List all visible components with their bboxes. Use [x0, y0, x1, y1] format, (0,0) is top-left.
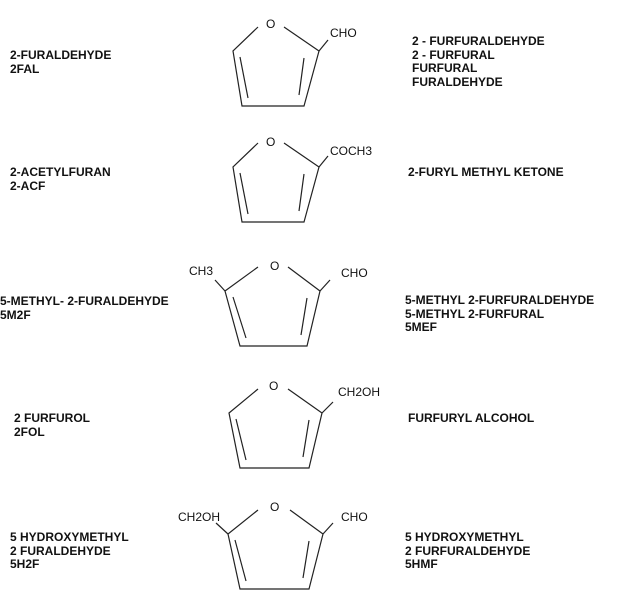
compound-row-2: O COCH3 2-ACETYLFURAN 2-ACF 2-FURYL METH…	[0, 116, 619, 226]
name-line: 2 - FURFURAL	[412, 47, 495, 62]
compound-row-5: O CHO CH2OH 5 HYDROXYMETHYL 2 FURALDEHYD…	[0, 483, 619, 593]
oxygen-label: O	[270, 259, 279, 273]
name-line: 2 FURFUROL	[14, 411, 90, 425]
name-line: 2FAL	[10, 61, 40, 76]
synonym-names-4: FURFURYL ALCOHOL	[408, 411, 535, 426]
double-bond-inner	[239, 56, 305, 99]
name-line: 5HMF	[405, 557, 438, 571]
synonym-names-5: 5 HYDROXYMETHYL 2 FURFURALDEHYDE 5HMF	[405, 530, 531, 572]
name-line: 5M2F	[0, 307, 31, 322]
furan-ring	[227, 509, 324, 590]
name-line: 2 - FURFURALDEHYDE	[412, 34, 545, 48]
name-line: FURALDEHYDE	[412, 74, 503, 89]
name-line: FURFURYL ALCOHOL	[408, 411, 535, 425]
furan-ring	[224, 266, 321, 347]
bond-to-substituent-5	[214, 279, 226, 292]
name-line: FURFURAL	[412, 61, 478, 75]
double-bond-inner	[232, 296, 308, 339]
name-line: 2FOL	[14, 424, 45, 439]
double-bond-inner	[235, 418, 310, 461]
name-line: 5-METHYL 2-FURFURAL	[405, 306, 545, 321]
double-bond-inner	[239, 172, 305, 215]
bond-to-substituent	[319, 279, 331, 292]
synonym-names-2: 2-FURYL METHYL KETONE	[408, 165, 564, 180]
name-line: 2-ACETYLFURAN	[10, 165, 111, 179]
substituent-5-label: CH3	[189, 264, 213, 278]
name-line: 5-METHYL- 2-FURALDEHYDE	[0, 294, 169, 308]
name-line: 5-METHYL 2-FURFURALDEHYDE	[405, 293, 595, 307]
abbrev-names-3: 5-METHYL- 2-FURALDEHYDE 5M2F	[0, 294, 169, 322]
furan-ring	[232, 26, 320, 107]
oxygen-label: O	[270, 500, 279, 514]
bond-to-substituent	[318, 155, 329, 168]
name-line: 2-FURALDEHYDE	[10, 48, 112, 62]
substituent-2-label: CHO	[330, 26, 357, 40]
oxygen-label: O	[266, 17, 275, 31]
furan-structure-5: O CHO CH2OH	[178, 500, 368, 590]
synonym-names-3: 5-METHYL 2-FURFURALDEHYDE 5-METHYL 2-FUR…	[405, 293, 595, 335]
bond-to-substituent	[322, 522, 334, 535]
name-line: 5 HYDROXYMETHYL	[405, 530, 524, 544]
oxygen-label: O	[269, 379, 278, 393]
furan-ring	[228, 388, 323, 469]
compound-row-3: O CHO CH3 5-METHYL- 2-FURALDEHYDE 5M2F 5…	[0, 240, 619, 350]
bond-to-substituent-5	[215, 522, 229, 535]
oxygen-label: O	[266, 135, 275, 149]
compound-row-4: O CH2OH 2 FURFUROL 2FOL FURFURYL ALCOHOL	[0, 362, 619, 472]
furan-structure-1: O CHO	[232, 17, 357, 107]
bond-to-substituent	[318, 39, 329, 52]
name-line: 2-FURYL METHYL KETONE	[408, 165, 564, 179]
abbrev-names-2: 2-ACETYLFURAN 2-ACF	[10, 165, 111, 193]
name-line: 2-ACF	[10, 178, 46, 193]
name-line: 2 FURALDEHYDE	[10, 543, 111, 558]
substituent-2-label: CH2OH	[338, 385, 380, 399]
bond-to-substituent	[321, 401, 334, 414]
name-line: 2 FURFURALDEHYDE	[405, 543, 531, 558]
abbrev-names-4: 2 FURFUROL 2FOL	[14, 411, 90, 439]
substituent-2-label: COCH3	[330, 144, 372, 158]
substituent-2-label: CHO	[341, 510, 368, 524]
name-line: 5MEF	[405, 320, 438, 334]
substituent-2-label: CHO	[341, 266, 368, 280]
abbrev-names-5: 5 HYDROXYMETHYL 2 FURALDEHYDE 5H2F	[10, 530, 129, 572]
synonym-names-1: 2 - FURFURALDEHYDE 2 - FURFURAL FURFURAL…	[412, 34, 545, 89]
compound-row-1: O CHO 2-FURALDEHYDE 2FAL 2 - FURFURALDEH…	[0, 0, 619, 110]
furan-structure-2: O COCH3	[232, 135, 372, 223]
name-line: 5 HYDROXYMETHYL	[10, 530, 129, 544]
double-bond-inner	[234, 539, 310, 582]
furan-structure-3: O CHO CH3	[189, 259, 368, 347]
furan-ring	[232, 142, 320, 223]
furan-structure-4: O CH2OH	[228, 379, 380, 469]
abbrev-names-1: 2-FURALDEHYDE 2FAL	[10, 48, 112, 76]
name-line: 5H2F	[10, 557, 40, 571]
substituent-5-label: CH2OH	[178, 510, 220, 524]
